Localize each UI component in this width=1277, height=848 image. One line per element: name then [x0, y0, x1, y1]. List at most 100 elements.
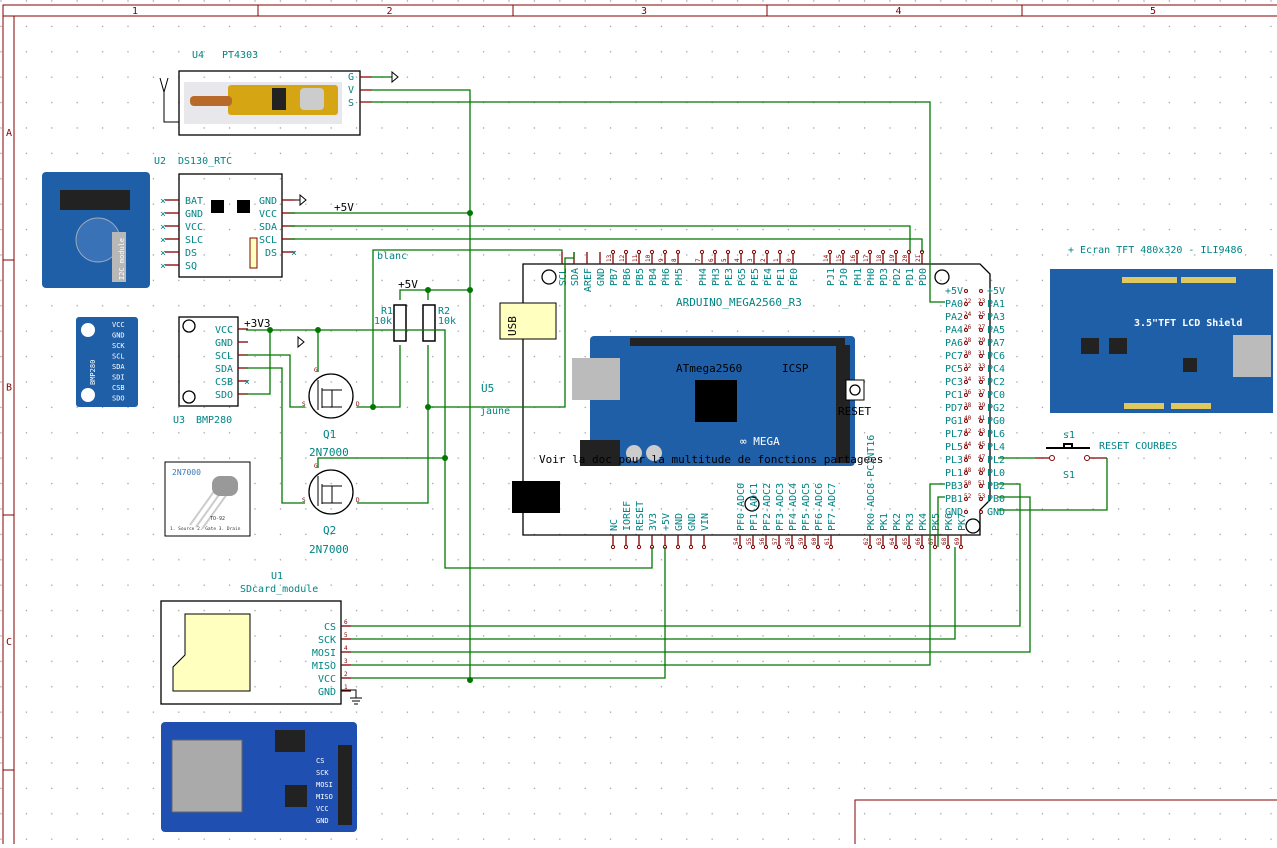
- u2-pin-label: SLC: [185, 235, 203, 246]
- frame-column-label: 2: [387, 6, 393, 17]
- u2-pin-label: SQ: [185, 261, 197, 272]
- u5-note: Voir la doc pour la multitude de fonctio…: [539, 453, 883, 466]
- u5-right-pin[interactable]: [979, 289, 983, 293]
- u5-right-pin[interactable]: [964, 354, 968, 358]
- u5-right-pin[interactable]: [964, 484, 968, 488]
- u4-body[interactable]: [178, 70, 361, 136]
- u5-pin-number: 55: [746, 537, 753, 545]
- u5-right-pin[interactable]: [979, 393, 983, 397]
- u5-pin-label: PH4: [698, 268, 709, 286]
- u3-body[interactable]: [178, 316, 239, 407]
- sd-photo-pin-label: SCK: [316, 769, 329, 777]
- u5-right-pin[interactable]: [979, 445, 983, 449]
- u5-pin-label: RESET: [635, 501, 646, 531]
- u5-pin-number: 53: [978, 493, 986, 500]
- u2-pin-label: GND: [185, 209, 203, 220]
- u5-body[interactable]: [522, 263, 991, 536]
- frame-column-label: 5: [1150, 6, 1156, 17]
- u5-right-pin[interactable]: [964, 445, 968, 449]
- q2-symbol[interactable]: [308, 469, 354, 515]
- svg-text:G: G: [314, 367, 318, 374]
- u5-right-pin[interactable]: [979, 497, 983, 501]
- q1-ref: Q1: [323, 428, 336, 441]
- u5-right-pin[interactable]: [979, 367, 983, 371]
- u5-right-pin[interactable]: [964, 393, 968, 397]
- u5-pin-number: 17: [863, 254, 870, 262]
- svg-text:TO-92: TO-92: [210, 516, 225, 522]
- u5-pin-number: 44: [964, 441, 972, 448]
- u5-pin-number: 42: [964, 428, 972, 435]
- u5-right-pin[interactable]: [964, 432, 968, 436]
- u5-right-pin[interactable]: [964, 471, 968, 475]
- u5-right-pin[interactable]: [979, 302, 983, 306]
- u3-ref: U3: [173, 415, 185, 426]
- q2-value: 2N7000: [309, 543, 349, 556]
- u5-right-pin[interactable]: [964, 315, 968, 319]
- u5-pin-label: PA3: [987, 312, 1005, 323]
- u5-right-pin[interactable]: [964, 367, 968, 371]
- u5-pin-label: 3V3: [648, 513, 659, 531]
- usb-connector: [499, 302, 557, 340]
- u5-right-pin[interactable]: [964, 458, 968, 462]
- u3-value: BMP280: [196, 415, 232, 426]
- s1-value: s1: [1063, 430, 1075, 441]
- u5-right-pin[interactable]: [979, 341, 983, 345]
- u2-pin-label: BAT: [185, 196, 203, 207]
- u5-right-pin[interactable]: [979, 484, 983, 488]
- s1-switch[interactable]: [1046, 443, 1090, 449]
- svg-text:S: S: [302, 401, 306, 408]
- u5-right-pin[interactable]: [964, 328, 968, 332]
- u5-pin-number: 27: [978, 324, 986, 331]
- u1-pin-label: GND: [318, 687, 336, 698]
- u5-pin-number: 15: [836, 254, 843, 262]
- u5-pin-number: 49: [978, 467, 986, 474]
- u5-pin-label: PL4: [987, 442, 1005, 453]
- u5-pin-number: 26: [964, 324, 972, 331]
- u5-pin-number: 47: [978, 454, 986, 461]
- u5-pin-label: NC: [609, 519, 620, 531]
- sd-photo-pin-label: VCC: [316, 805, 329, 813]
- u5-pin-number: 67: [928, 537, 935, 545]
- u1-ref: U1: [271, 571, 283, 582]
- u5-right-pin[interactable]: [979, 328, 983, 332]
- svg-text:BMP280: BMP280: [89, 360, 97, 385]
- u4-ref: U4: [192, 50, 204, 61]
- bmp-photo-pin-label: SDO: [112, 395, 125, 403]
- u5-right-pin[interactable]: [979, 315, 983, 319]
- sd-photo-pin-label: MISO: [316, 793, 333, 801]
- u5-right-pin[interactable]: [964, 419, 968, 423]
- u5-pin-label: PE4: [763, 268, 774, 286]
- net-5v-a: +5V: [334, 201, 354, 214]
- u5-pin-label: PK7: [957, 513, 968, 531]
- r1-body[interactable]: [393, 304, 407, 342]
- u5-right-pin[interactable]: [964, 380, 968, 384]
- u5-pin-number: 41: [978, 415, 986, 422]
- u5-right-pin[interactable]: [964, 341, 968, 345]
- u5-right-pin[interactable]: [979, 471, 983, 475]
- u5-right-pin[interactable]: [964, 510, 968, 514]
- svg-text:USB: USB: [506, 316, 519, 336]
- u5-right-pin[interactable]: [964, 406, 968, 410]
- u5-right-pin[interactable]: [979, 380, 983, 384]
- u5-pin-label: PC1: [945, 390, 963, 401]
- r2-body[interactable]: [422, 304, 436, 342]
- q2-ref: Q2: [323, 524, 336, 537]
- u5-value: ARDUINO_MEGA2560_R3: [676, 296, 802, 309]
- u5-right-pin[interactable]: [979, 510, 983, 514]
- u5-right-pin[interactable]: [979, 354, 983, 358]
- u5-pin-label: SDA: [570, 268, 581, 286]
- u5-right-pin[interactable]: [964, 302, 968, 306]
- reset-button[interactable]: [845, 379, 865, 401]
- u5-right-pin[interactable]: [979, 406, 983, 410]
- u5-pin-label: PB1: [945, 494, 963, 505]
- u5-pin-label: GND: [987, 507, 1005, 518]
- u2-pin-label: VCC: [259, 209, 277, 220]
- u5-right-pin[interactable]: [979, 419, 983, 423]
- u5-right-pin[interactable]: [979, 458, 983, 462]
- q1-symbol[interactable]: [308, 373, 354, 419]
- u5-pin-number: 14: [823, 254, 830, 262]
- u5-right-pin[interactable]: [964, 497, 968, 501]
- u5-right-pin[interactable]: [964, 289, 968, 293]
- u5-pin-label: PK5: [931, 513, 942, 531]
- u5-right-pin[interactable]: [979, 432, 983, 436]
